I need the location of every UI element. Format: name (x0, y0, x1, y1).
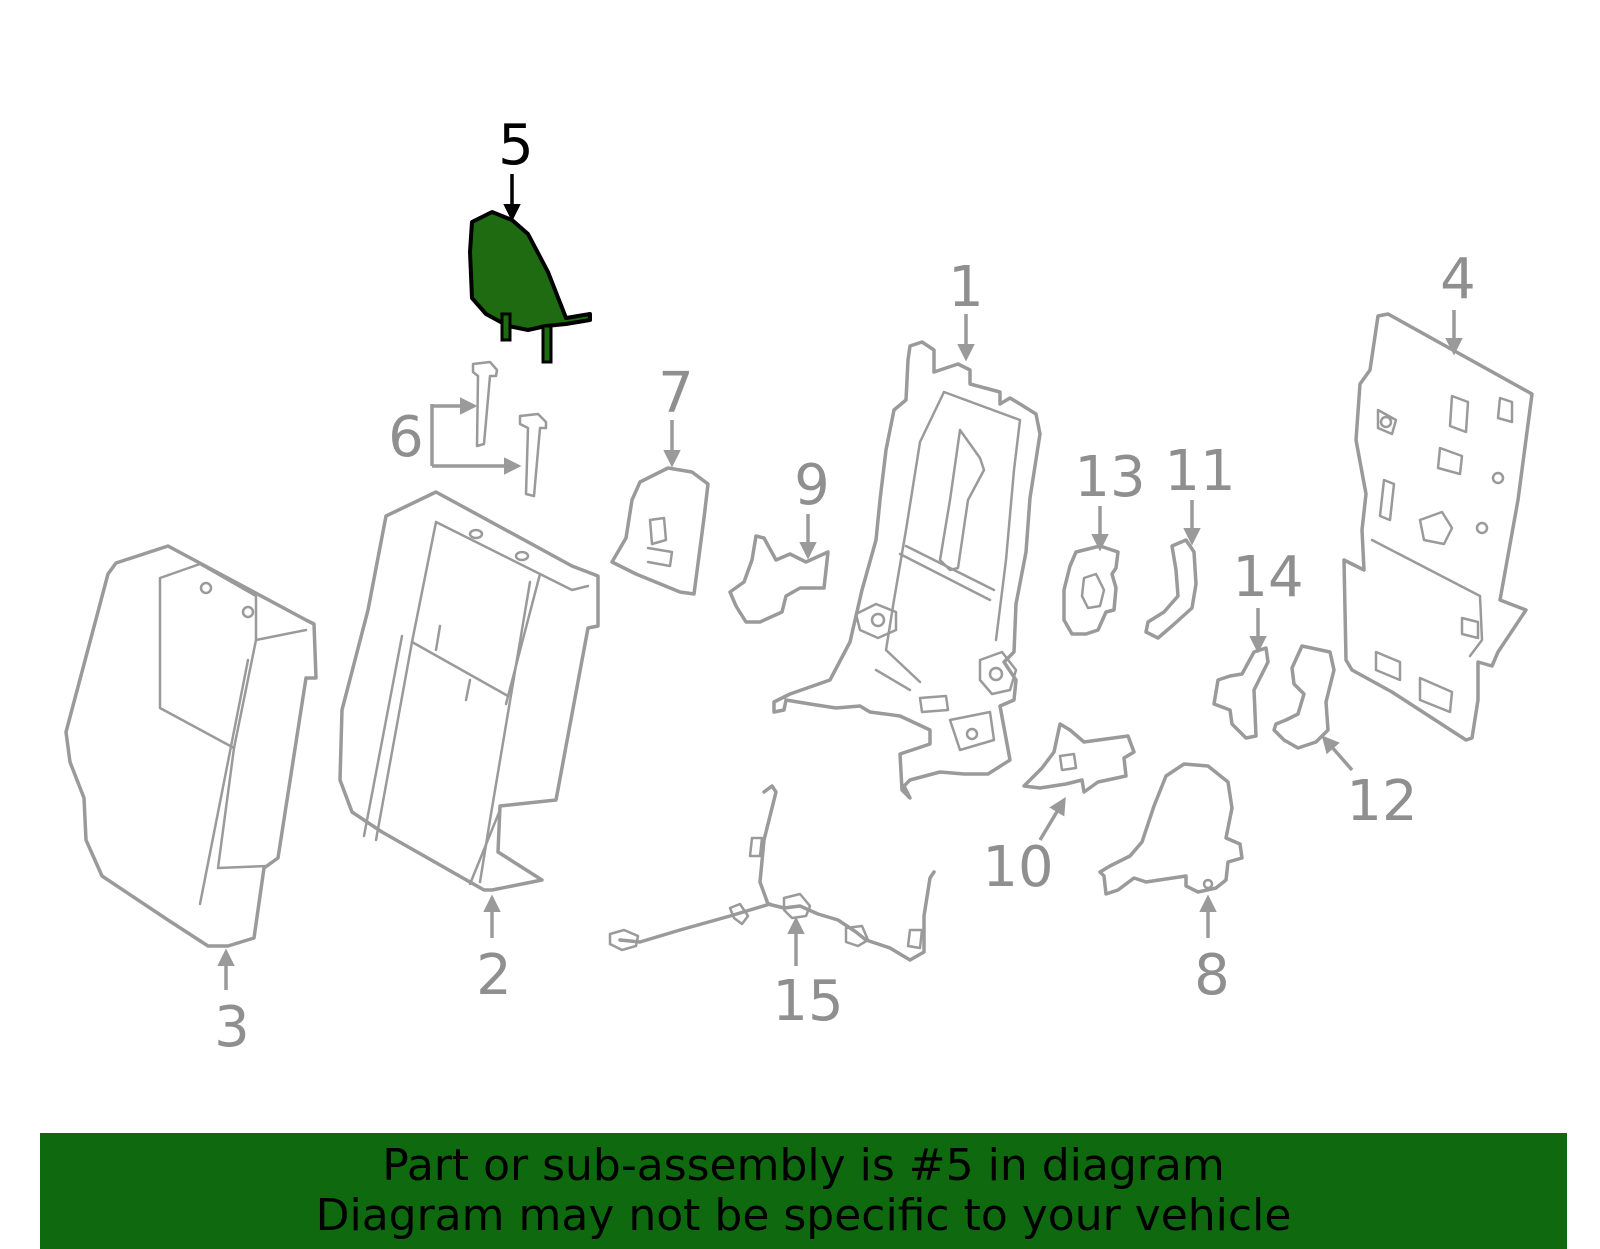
part-9-bracket[interactable] (728, 534, 830, 624)
callout-14: 14 (1232, 545, 1304, 654)
part-7-cover[interactable] (610, 466, 710, 596)
part-14-bracket[interactable] (1212, 646, 1270, 740)
callout-12: 12 (1321, 735, 1418, 834)
svg-text:13: 13 (1074, 445, 1145, 510)
callout-2: 2 (476, 894, 512, 1008)
svg-text:12: 12 (1346, 769, 1417, 834)
svg-text:5: 5 (498, 113, 534, 178)
callout-10: 10 (982, 796, 1066, 900)
callout-7: 7 (658, 361, 694, 468)
svg-text:4: 4 (1440, 247, 1476, 312)
part-6-headrest-guides[interactable] (471, 360, 548, 498)
callout-15: 15 (772, 916, 844, 1034)
callout-8: 8 (1194, 894, 1230, 1008)
info-banner: Part or sub-assembly is #5 in diagram Di… (40, 1133, 1567, 1249)
svg-text:9: 9 (794, 453, 830, 518)
part-1-seatback-frame[interactable] (772, 340, 1042, 800)
svg-text:10: 10 (982, 835, 1053, 900)
callout-11: 11 (1164, 439, 1236, 546)
part-10-bracket[interactable] (1022, 722, 1136, 794)
svg-text:15: 15 (772, 969, 843, 1034)
svg-text:2: 2 (476, 943, 512, 1008)
callout-4: 4 (1440, 247, 1476, 356)
svg-text:1: 1 (948, 255, 984, 320)
banner-line-disclaimer: Diagram may not be specific to your vehi… (315, 1190, 1292, 1241)
part-13-bracket[interactable] (1062, 544, 1120, 636)
part-15-wire-harness[interactable] (608, 784, 936, 962)
svg-text:11: 11 (1164, 439, 1235, 504)
svg-text:3: 3 (214, 995, 250, 1060)
callout-3: 3 (214, 948, 250, 1060)
part-12-bracket[interactable] (1272, 644, 1336, 750)
callout-6: 6 (388, 397, 522, 475)
callout-1: 1 (948, 255, 984, 362)
callout-9: 9 (794, 453, 830, 560)
svg-text:8: 8 (1194, 943, 1230, 1008)
banner-line-part-number: Part or sub-assembly is #5 in diagram (382, 1140, 1225, 1191)
part-4-back-board[interactable] (1342, 312, 1534, 742)
part-2-seatback-pad[interactable] (338, 490, 600, 892)
part-5-headrest[interactable] (468, 210, 592, 364)
svg-text:14: 14 (1232, 545, 1303, 610)
callout-13: 13 (1074, 445, 1146, 552)
part-3-seatback-cover[interactable] (64, 544, 318, 948)
part-8-cover[interactable] (1098, 762, 1244, 896)
svg-text:6: 6 (388, 405, 424, 470)
svg-text:7: 7 (658, 361, 694, 426)
part-11-bracket[interactable] (1144, 538, 1198, 640)
callout-5: 5 (498, 113, 534, 222)
